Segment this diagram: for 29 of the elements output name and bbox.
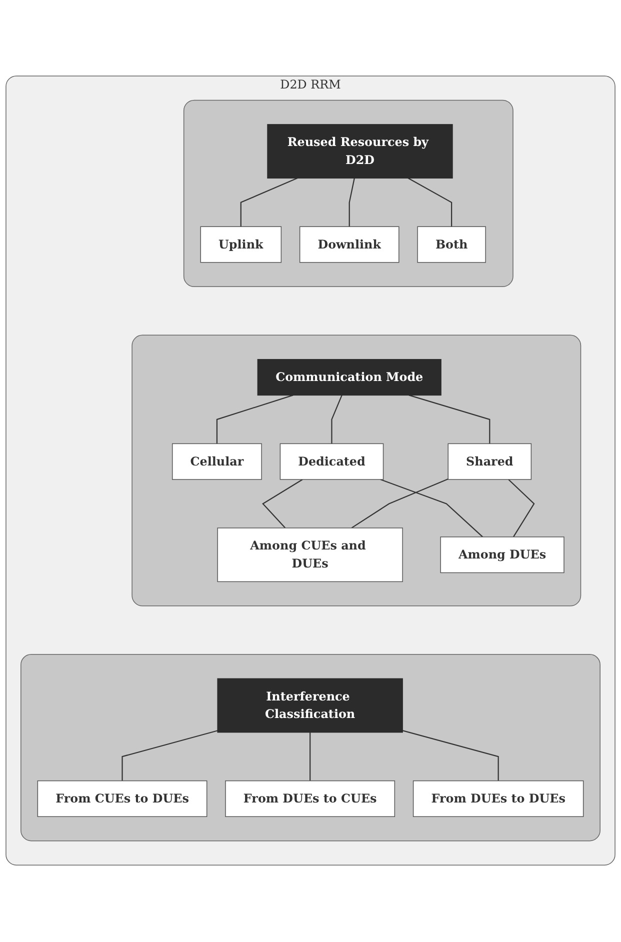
node-box: Interference Classification <box>217 678 403 734</box>
node-box: From DUEs to DUEs <box>412 780 584 818</box>
connector <box>331 395 342 444</box>
node-box: Both <box>417 226 486 264</box>
node-box: Downlink <box>299 226 400 264</box>
connector <box>508 480 535 538</box>
node-box: Among DUEs <box>440 537 564 574</box>
connector <box>240 178 298 228</box>
connector <box>408 395 490 444</box>
node-box: Dedicated <box>280 444 384 480</box>
node-box: From CUEs to DUEs <box>37 780 208 818</box>
node-box: Shared <box>448 444 532 480</box>
connector <box>216 395 294 444</box>
connector <box>348 178 355 228</box>
node-box: Cellular <box>172 444 262 480</box>
node-box: From DUEs to CUEs <box>225 780 396 818</box>
connector <box>380 479 484 538</box>
node-box: Communication Mode <box>257 360 442 396</box>
connector <box>351 478 448 529</box>
connector <box>122 730 218 782</box>
node-box: Reused Resources by D2D <box>267 124 453 179</box>
cluster <box>132 335 582 607</box>
node-box: Among CUEs and DUEs <box>217 528 403 582</box>
node-box: Uplink <box>200 226 282 264</box>
connector <box>402 730 499 782</box>
cluster <box>20 654 600 842</box>
cluster <box>183 100 514 288</box>
connector <box>408 178 452 228</box>
connector <box>310 732 311 782</box>
